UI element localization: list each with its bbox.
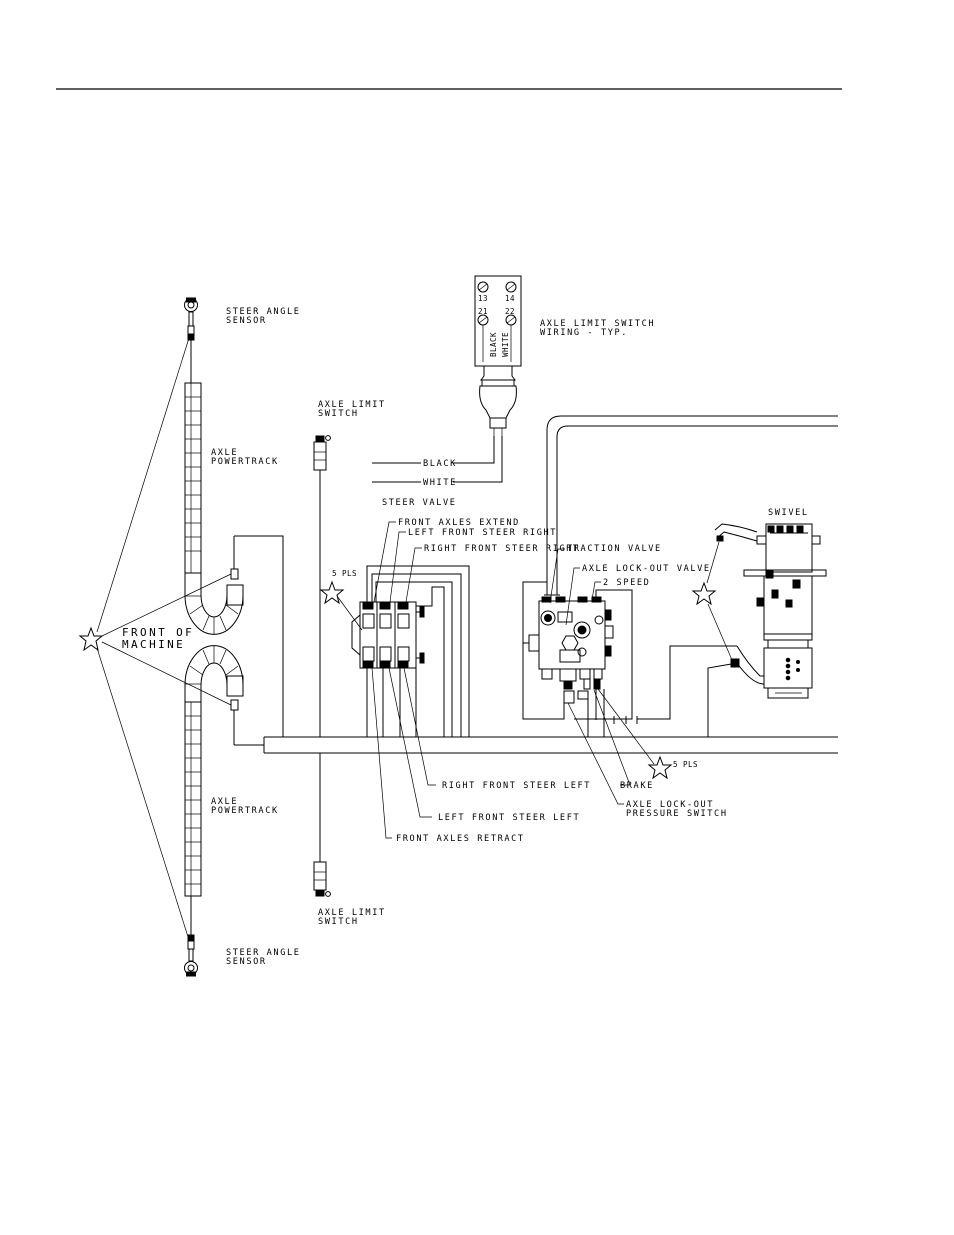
axle-limit-switch-bottom	[313, 861, 331, 897]
axle-limit-switch-wiring-detail	[474, 275, 522, 436]
steer-angle-sensor-bottom	[184, 934, 198, 977]
front-of-machine-label-1: FRONT OF	[122, 626, 194, 639]
front-axles-extend-label: FRONT AXLES EXTEND	[398, 518, 520, 528]
axle-powertrack-top-label-1: AXLE	[211, 448, 238, 458]
axle-lock-out-pressure-switch-label-2: PRESSURE SWITCH	[626, 809, 728, 819]
switch-wire-white-label: WHITE	[501, 332, 510, 357]
terminal-21-label: 21	[478, 307, 488, 316]
axle-limit-switch-wiring-label-2: WIRING - TYP.	[540, 328, 628, 338]
right-front-steer-left-label: RIGHT FRONT STEER LEFT	[442, 781, 591, 791]
five-places-star-left-icon	[319, 580, 345, 605]
axle-limit-switch-bottom-label-1: AXLE LIMIT	[318, 908, 386, 918]
five-places-star-right-icon	[647, 755, 673, 780]
axle-limit-switch-top-label-2: SWITCH	[318, 409, 359, 419]
five-pls-left-label: 5 PLS	[332, 569, 357, 578]
white-wire-label: WHITE	[423, 478, 457, 488]
swivel-label: SWIVEL	[768, 508, 809, 518]
axle-limit-switch-top-label-1: AXLE LIMIT	[318, 400, 386, 410]
right-front-steer-right-label: RIGHT FRONT STEER RIGHT	[424, 544, 580, 554]
terminal-22-label: 22	[505, 307, 515, 316]
axle-powertrack-bottom-label-2: POWERTRACK	[211, 806, 279, 816]
front-of-machine-label-2: MACHINE	[122, 638, 185, 651]
traction-valve	[528, 596, 614, 704]
left-front-steer-left-label: LEFT FRONT STEER LEFT	[438, 813, 580, 823]
steer-angle-sensor-bottom-label-2: SENSOR	[226, 957, 267, 967]
axle-powertrack-bottom	[184, 645, 244, 897]
left-front-steer-right-label: LEFT FRONT STEER RIGHT	[408, 528, 557, 538]
black-wire-label: BLACK	[423, 459, 457, 469]
axle-limit-switch-wiring-label-1: AXLE LIMIT SWITCH	[540, 319, 655, 329]
axle-limit-switch-bottom-label-2: SWITCH	[318, 917, 359, 927]
terminal-14-label: 14	[505, 294, 515, 303]
axle-limit-switch-top	[313, 435, 331, 471]
axle-powertrack-top	[184, 382, 244, 635]
front-axles-retract-label: FRONT AXLES RETRACT	[396, 834, 525, 844]
hose-manifold-bar	[263, 736, 838, 754]
steer-valve	[351, 601, 425, 669]
axle-powertrack-bottom-label-1: AXLE	[211, 797, 238, 807]
front-of-machine-star-icon	[78, 626, 104, 652]
axle-lock-out-pressure-switch-label-1: AXLE LOCK-OUT	[626, 800, 714, 810]
two-speed-label: 2 SPEED	[603, 578, 650, 588]
swivel	[743, 523, 827, 699]
steer-angle-sensor-top-label-2: SENSOR	[226, 316, 267, 326]
steer-angle-sensor-top	[184, 297, 198, 341]
switch-wire-black-label: BLACK	[489, 332, 498, 357]
steer-angle-sensor-bottom-label-1: STEER ANGLE	[226, 948, 301, 958]
steer-valve-label: STEER VALVE	[382, 498, 457, 508]
swivel-star-icon	[691, 581, 717, 606]
five-pls-right-label: 5 PLS	[673, 760, 698, 769]
axle-powertrack-top-label-2: POWERTRACK	[211, 457, 279, 467]
brake-label: BRAKE	[620, 781, 654, 791]
axle-lock-out-valve-label: AXLE LOCK-OUT VALVE	[582, 564, 711, 574]
traction-valve-label: TRACTION VALVE	[567, 544, 662, 554]
terminal-13-label: 13	[478, 294, 488, 303]
steer-angle-sensor-top-label-1: STEER ANGLE	[226, 307, 301, 317]
